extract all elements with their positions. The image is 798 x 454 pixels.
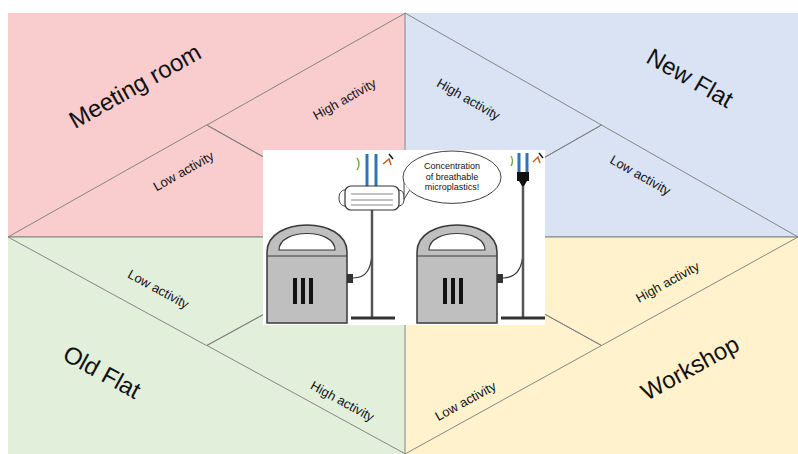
sampling-tube bbox=[375, 154, 378, 187]
pump-hose bbox=[353, 254, 372, 278]
room-name: Workshop bbox=[636, 330, 744, 406]
fiber bbox=[511, 156, 513, 166]
filter-holder bbox=[517, 172, 529, 181]
activity-label: High activity bbox=[634, 260, 703, 307]
stand-base bbox=[351, 317, 395, 320]
activity-label: High activity bbox=[434, 76, 502, 124]
sampling-tube bbox=[518, 153, 521, 173]
room-name: Meeting room bbox=[64, 38, 205, 134]
activity-label: Low activity bbox=[151, 149, 217, 195]
ear-loop bbox=[339, 190, 345, 206]
sampling-tube bbox=[526, 153, 529, 173]
pump-vent bbox=[309, 278, 313, 304]
filter-holder bbox=[519, 181, 527, 186]
activity-label: High activity bbox=[308, 379, 377, 426]
pump-vent bbox=[443, 278, 447, 304]
activity-label: High activity bbox=[311, 76, 379, 123]
fiber bbox=[533, 157, 540, 163]
mask-pleat bbox=[351, 200, 393, 201]
activity-label: Low activity bbox=[433, 379, 499, 425]
room-name: Old Flat bbox=[59, 340, 146, 405]
fiber bbox=[357, 158, 359, 170]
sampling-tube bbox=[366, 154, 369, 187]
pump-vent bbox=[451, 278, 455, 304]
bubble-text: Concentration of breathable microplastic… bbox=[419, 161, 485, 193]
speech-bubble: Concentration of breathable microplastic… bbox=[402, 150, 502, 204]
illustration-ground bbox=[263, 150, 545, 325]
ear-loop bbox=[399, 190, 404, 206]
bubble-shape bbox=[403, 151, 501, 203]
fiber bbox=[539, 153, 543, 158]
pump-handle bbox=[279, 234, 335, 251]
open-sampler bbox=[417, 153, 545, 323]
stand-base bbox=[501, 317, 545, 320]
mask-sampler bbox=[267, 154, 404, 323]
pump-hose bbox=[503, 254, 523, 278]
mask-pleat bbox=[351, 205, 393, 206]
pump-vent bbox=[293, 278, 297, 304]
pump-seam bbox=[267, 256, 347, 257]
pump-seam bbox=[417, 256, 497, 257]
face-mask bbox=[345, 186, 399, 210]
stand-pole bbox=[522, 180, 525, 318]
stand-pole bbox=[371, 210, 374, 318]
fiber bbox=[389, 154, 393, 159]
pump-port bbox=[497, 274, 503, 283]
pump-body bbox=[267, 225, 347, 323]
fiber bbox=[383, 159, 391, 165]
pump-port bbox=[347, 274, 353, 283]
mask-pleat bbox=[351, 194, 393, 195]
pump-handle bbox=[429, 234, 485, 251]
pump-vent bbox=[459, 278, 463, 304]
pump-body bbox=[417, 225, 497, 323]
room-name: New Flat bbox=[642, 43, 738, 114]
pump-vent bbox=[301, 278, 305, 304]
